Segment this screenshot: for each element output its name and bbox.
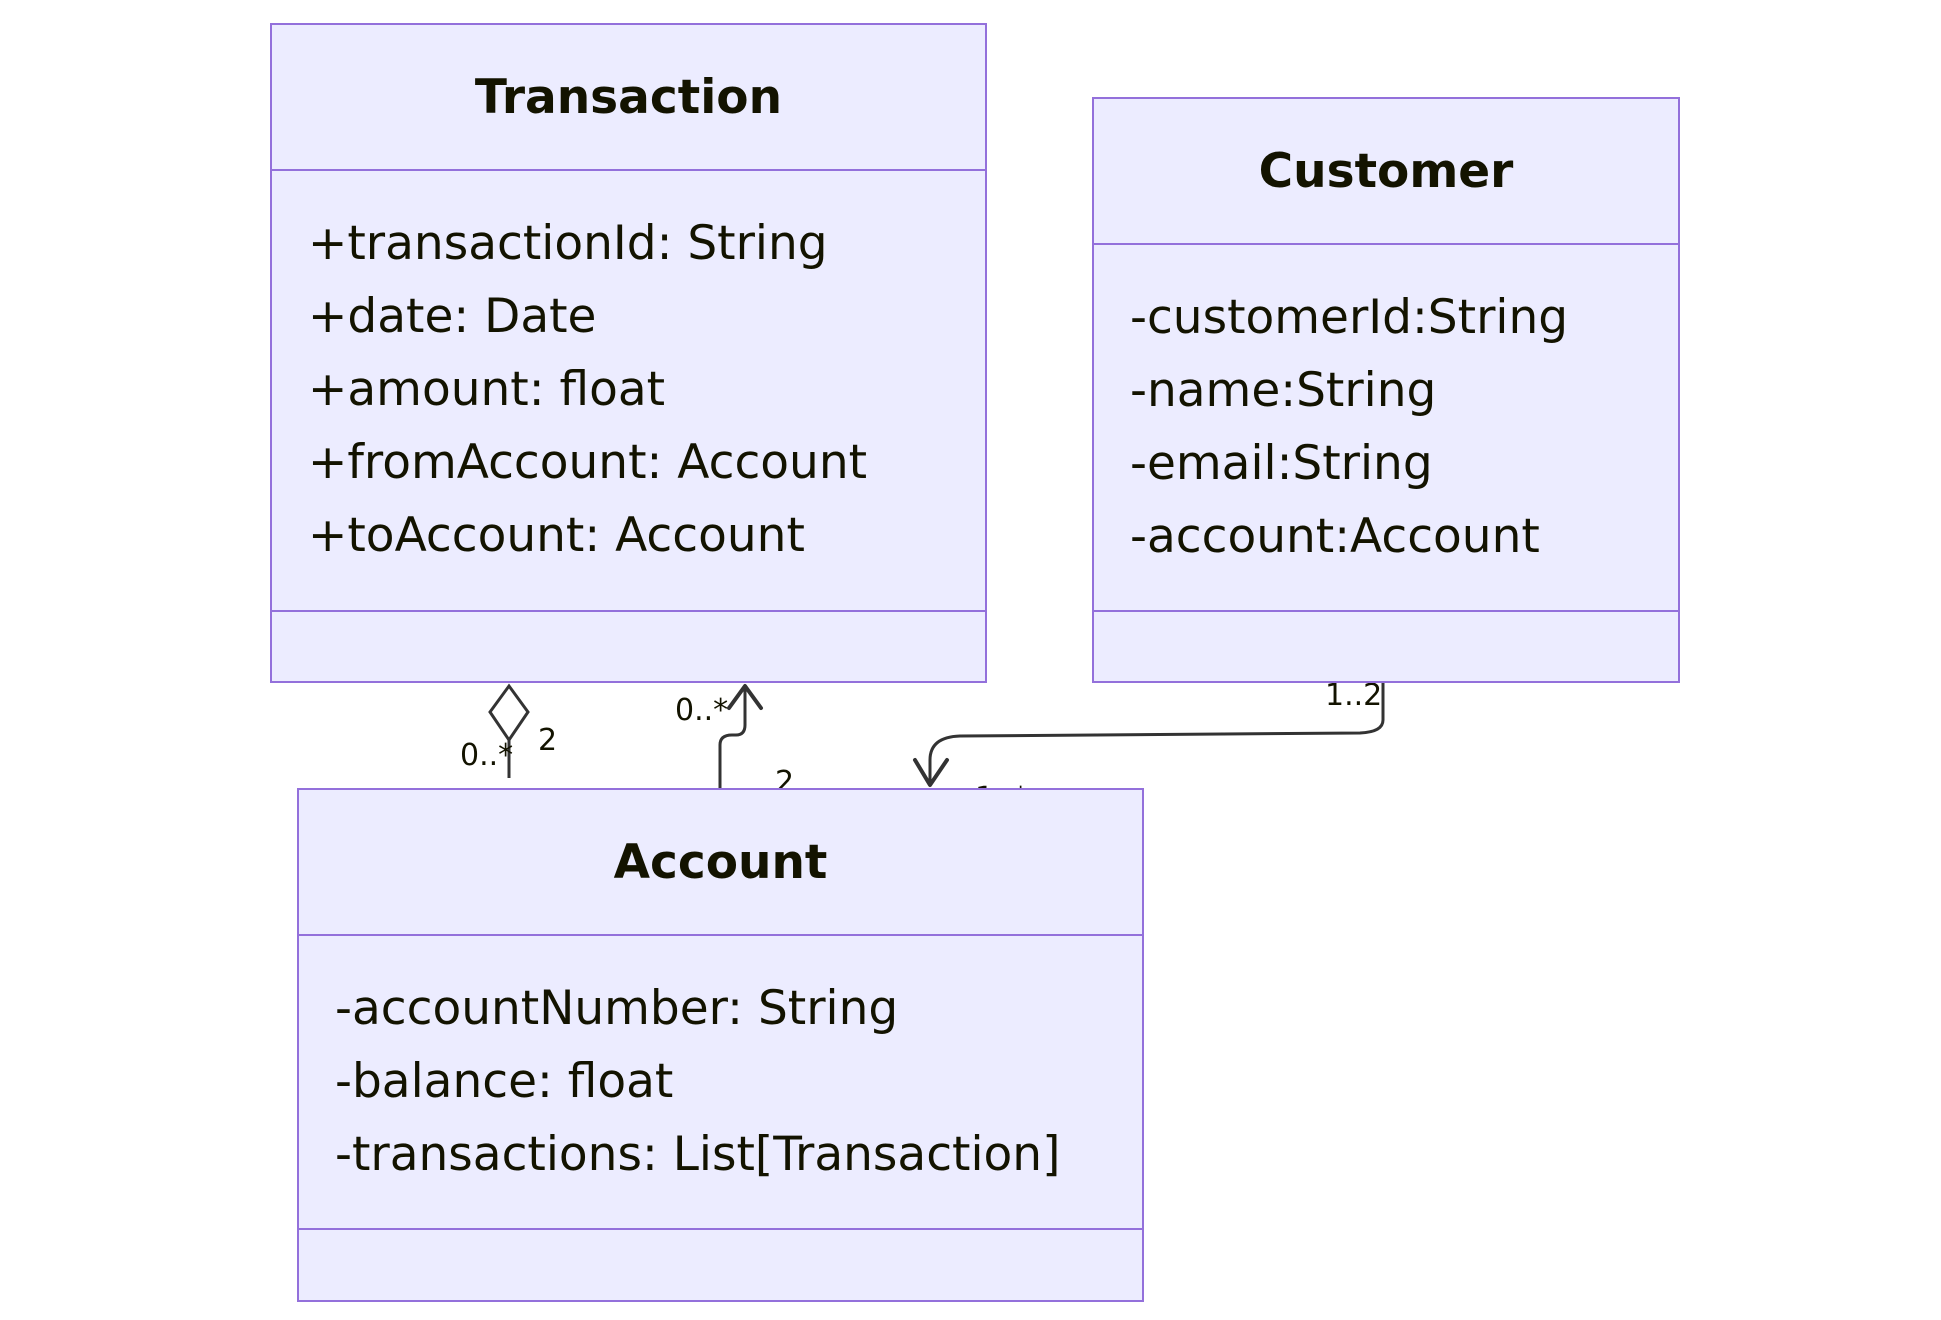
class-attribute: +fromAccount: Account bbox=[308, 435, 868, 490]
customer-account-arrow-icon bbox=[913, 758, 949, 787]
class-name: Transaction bbox=[272, 25, 985, 171]
class-methods bbox=[1094, 612, 1678, 682]
class-attributes: -customerId:String -name:String -email:S… bbox=[1094, 245, 1678, 612]
class-attribute: -accountNumber: String bbox=[335, 981, 899, 1036]
class-name: Customer bbox=[1094, 99, 1678, 245]
customer-account-line bbox=[928, 683, 1385, 785]
class-attribute: -transactions: List[Transaction] bbox=[335, 1127, 1061, 1182]
class-attribute: -customerId:String bbox=[1130, 290, 1569, 345]
class-attribute: +amount: float bbox=[308, 362, 666, 417]
customer-account-multiplicity-customer: 1..2 bbox=[1325, 678, 1382, 713]
class-attribute: +toAccount: Account bbox=[308, 508, 805, 563]
class-attribute: -balance: float bbox=[335, 1054, 674, 1109]
class-attribute: -account:Account bbox=[1130, 509, 1540, 564]
class-methods bbox=[299, 1230, 1142, 1300]
class-attributes: -accountNumber: String -balance: float -… bbox=[299, 936, 1142, 1230]
class-account[interactable]: Account -accountNumber: String -balance:… bbox=[297, 788, 1144, 1302]
aggregation-multiplicity-transaction: 2 bbox=[538, 723, 557, 758]
class-customer[interactable]: Customer -customerId:String -name:String… bbox=[1092, 97, 1680, 683]
class-attribute: -name:String bbox=[1130, 363, 1437, 418]
class-attribute: +transactionId: String bbox=[308, 216, 828, 271]
association-arrow-icon bbox=[727, 684, 763, 710]
class-transaction[interactable]: Transaction +transactionId: String +date… bbox=[270, 23, 987, 683]
class-name: Account bbox=[299, 790, 1142, 936]
aggregation-multiplicity-account: 0..* bbox=[460, 738, 513, 773]
class-attribute: +date: Date bbox=[308, 289, 597, 344]
association-multiplicity-transaction: 0..* bbox=[675, 693, 728, 728]
aggregation-diamond-icon bbox=[488, 683, 530, 743]
class-attributes: +transactionId: String +date: Date +amou… bbox=[272, 171, 985, 612]
class-methods bbox=[272, 612, 985, 682]
class-attribute: -email:String bbox=[1130, 436, 1433, 491]
association-line bbox=[718, 688, 747, 788]
